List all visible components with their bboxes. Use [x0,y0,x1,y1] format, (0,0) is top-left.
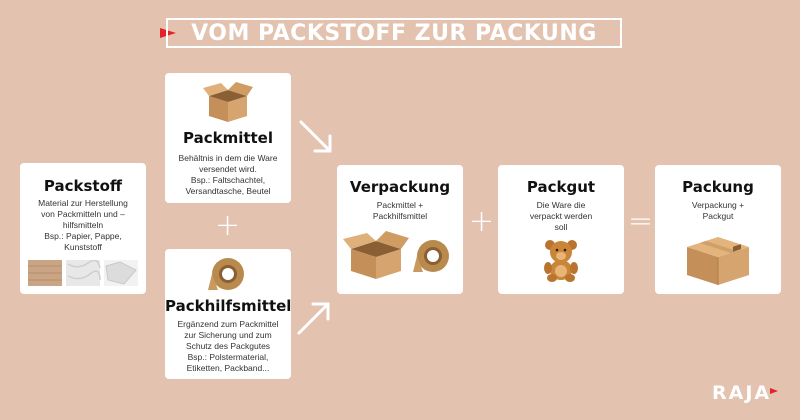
card-verpackung: Verpackung Packmittel + Packhilfsmittel [337,165,463,294]
plus-operator: + [215,208,241,243]
plus-operator: + [469,204,495,239]
card-packhilfsmittel: Packhilfsmittel Ergänzend zum Packmittel… [165,249,291,379]
closed-box-icon [687,237,749,285]
title-banner: VOM PACKSTOFF ZUR PACKUNG [166,18,622,48]
red-flag-icon [160,28,176,38]
card-packung: Packung Verpackung + Packgut [655,165,781,294]
tape-roll-icon [413,240,449,272]
arrow-up-right-icon [297,302,330,335]
card-title: Packhilfsmittel [165,297,292,315]
card-description: Material zur Herstellung von Packmitteln… [38,198,128,252]
open-box-icon [343,231,409,279]
equals-operator: = [628,204,654,239]
card-title: Packstoff [43,177,123,195]
arrow-down-right-icon [299,120,332,153]
raja-logo: RAJA [712,382,772,404]
card-title: Packgut [526,178,596,196]
card-description: Die Ware die verpackt werden soll [529,200,593,232]
card-description: Behältnis in dem die Ware versendet wird… [178,153,278,196]
logo-accent-icon [770,388,778,394]
card-description: Ergänzend zum Packmittel zur Sicherung u… [177,319,279,373]
tape-roll-icon [208,258,244,290]
card-title: Packmittel [182,129,273,147]
card-packmittel: Packmittel Behältnis in dem die Ware ver… [165,73,291,203]
card-description: Verpackung + Packgut [691,200,745,221]
card-title: Packung [682,178,754,196]
card-packgut: Packgut Die Ware die verpackt werden sol… [498,165,624,294]
card-description: Packmittel + Packhilfsmittel [372,200,428,221]
open-box-icon [203,82,253,122]
card-title: Verpackung [349,178,451,196]
card-packstoff: Packstoff Material zur Herstellung von P… [20,163,146,294]
teddy-bear-icon [544,240,578,282]
page-title: VOM PACKSTOFF ZUR PACKUNG [191,20,597,46]
material-samples [28,260,138,286]
